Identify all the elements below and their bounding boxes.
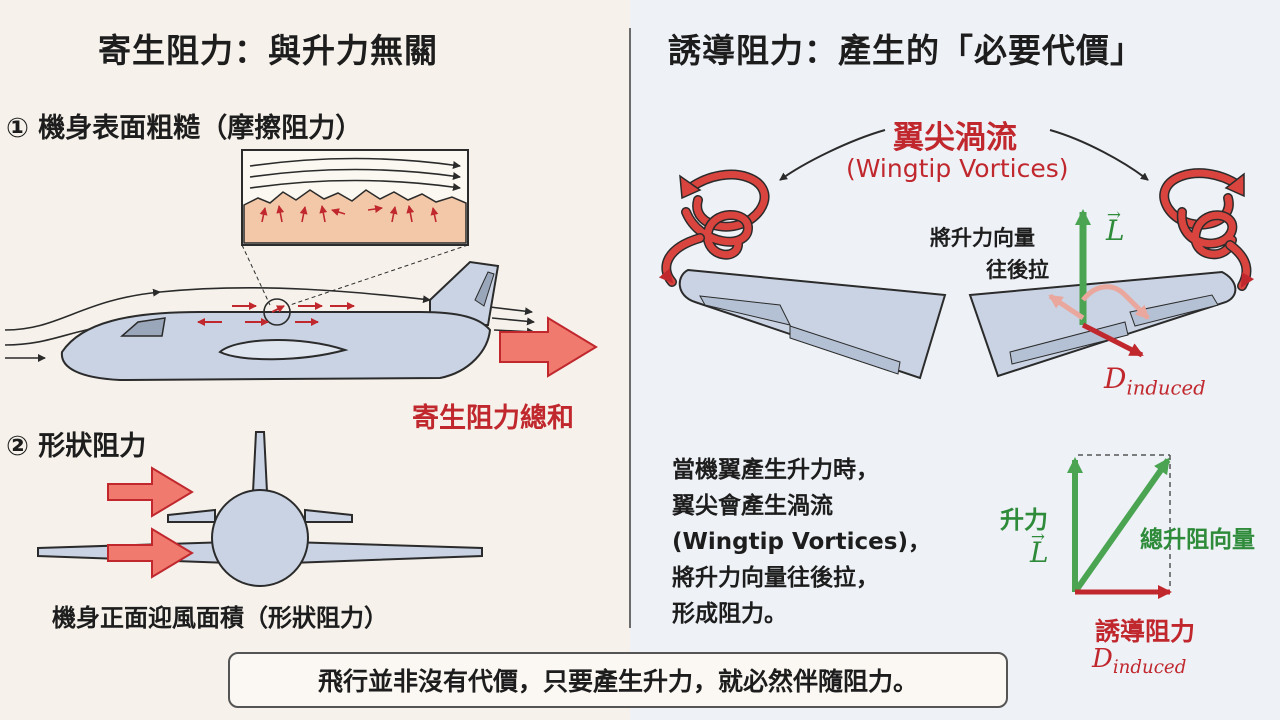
vector-diagram [1067, 454, 1172, 599]
induced-drag-title: 誘導阻力：產生的「必要代價」 [668, 31, 1144, 70]
vortex-pointer-arrows [779, 129, 1149, 181]
airflow-streamlines [4, 287, 535, 362]
induced-drag-explanation: 當機翼產生升力時， 翼尖會產生渦流 (Wingtip Vortices)， 將升… [672, 452, 931, 632]
form-drag-heading: ② 形狀阻力 [6, 431, 147, 462]
front-view-aircraft [37, 431, 483, 587]
surface-roughness-inset [241, 149, 469, 246]
explanation-line: 當機翼產生升力時， [672, 457, 879, 483]
summary-text: 飛行並非沒有代價，只要產生升力，就必然伴隨阻力。 [317, 667, 918, 696]
side-view-aircraft [60, 260, 598, 382]
induced-drag-symbol-diagram: Dinduced [1092, 644, 1187, 679]
explanation-line: (Wingtip Vortices)， [672, 529, 931, 555]
wing-force-vectors [1048, 209, 1150, 358]
total-lift-drag-label: 總升阻向量 [1140, 527, 1255, 553]
parasitic-drag-title: 寄生阻力：與升力無關 [98, 31, 438, 70]
pull-back-line2: 往後拉 [986, 258, 1049, 282]
panel-divider [629, 28, 631, 628]
wingtip-vortices-title: 翼尖渦流 [893, 120, 1017, 156]
wingtip-vortices-subtitle: (Wingtip Vortices) [846, 154, 1069, 183]
right-wingtip-vortex [1159, 168, 1255, 291]
explanation-line: 翼尖會產生渦流 [672, 493, 833, 519]
induced-drag-symbol: Dinduced [1104, 362, 1206, 400]
lift-vector-symbol-diagram: L [1030, 526, 1049, 569]
parasitic-drag-total-label: 寄生阻力總和 [412, 403, 574, 434]
lift-vector-symbol: L [1106, 204, 1125, 247]
summary-banner: 飛行並非沒有代價，只要產生升力，就必然伴隨阻力。 [228, 652, 1008, 708]
induced-drag-panel [630, 0, 1280, 720]
left-wing [678, 268, 947, 380]
frontal-area-caption: 機身正面迎風面積（形狀阻力） [52, 604, 388, 632]
induced-drag-label: 誘導阻力 [1095, 617, 1196, 646]
pull-back-line1: 將升力向量 [930, 226, 1035, 250]
skin-friction-heading: ① 機身表面粗糙（摩擦阻力） [6, 113, 363, 144]
left-wingtip-vortex [658, 169, 770, 287]
explanation-line: 將升力向量往後拉， [672, 565, 879, 591]
explanation-line: 形成阻力。 [672, 601, 787, 627]
